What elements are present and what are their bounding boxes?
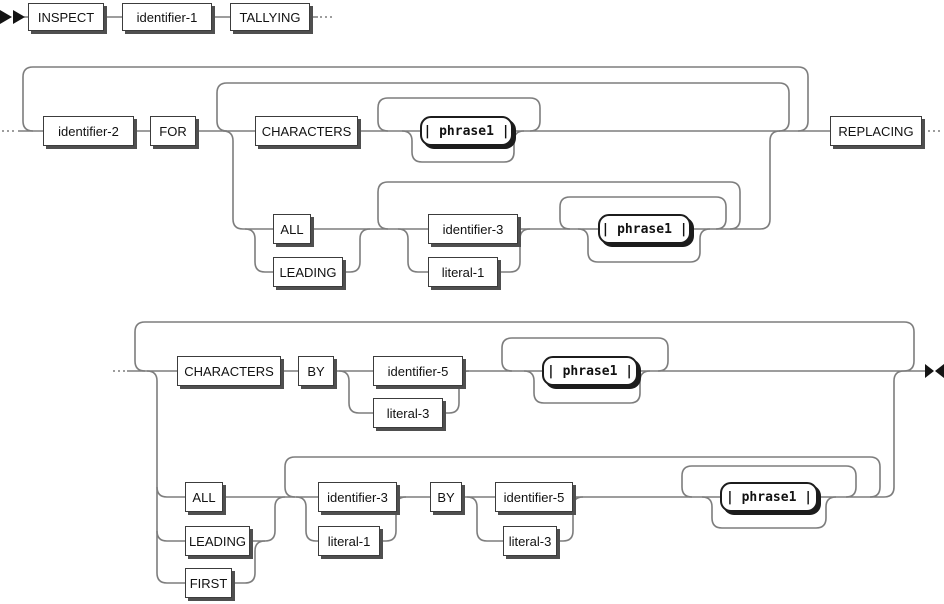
syntax-node-phrase1-d: | phrase1 | xyxy=(720,482,818,512)
diagram-start-icon xyxy=(0,10,25,24)
syntax-node-identifier-2: identifier-2 xyxy=(43,116,134,146)
syntax-node-first: FIRST xyxy=(185,568,232,598)
syntax-node-replacing: REPLACING xyxy=(830,116,922,146)
syntax-node-by-1: BY xyxy=(298,356,334,386)
syntax-node-characters-1: CHARACTERS xyxy=(255,116,358,146)
syntax-node-characters-2: CHARACTERS xyxy=(177,356,281,386)
syntax-node-identifier-5-a: identifier-5 xyxy=(373,356,463,386)
syntax-node-tallying: TALLYING xyxy=(230,3,310,31)
syntax-node-inspect: INSPECT xyxy=(28,3,104,31)
syntax-node-identifier-1: identifier-1 xyxy=(122,3,212,31)
syntax-node-literal-1-a: literal-1 xyxy=(428,257,498,287)
syntax-node-leading-2: LEADING xyxy=(185,526,250,556)
syntax-node-phrase1-b: | phrase1 | xyxy=(598,214,691,244)
syntax-node-phrase1-a: | phrase1 | xyxy=(420,116,513,146)
syntax-node-literal-3-b: literal-3 xyxy=(503,526,557,556)
syntax-node-literal-1-b: literal-1 xyxy=(318,526,380,556)
syntax-node-literal-3-a: literal-3 xyxy=(373,398,443,428)
syntax-node-phrase1-c: | phrase1 | xyxy=(542,356,638,386)
syntax-node-identifier-5-b: identifier-5 xyxy=(495,482,573,512)
diagram-end-icon xyxy=(925,364,944,378)
syntax-node-identifier-3-a: identifier-3 xyxy=(428,214,518,244)
syntax-node-all-1: ALL xyxy=(273,214,311,244)
syntax-node-leading-1: LEADING xyxy=(273,257,343,287)
syntax-node-identifier-3-b: identifier-3 xyxy=(318,482,397,512)
syntax-node-all-2: ALL xyxy=(185,482,223,512)
syntax-node-for: FOR xyxy=(150,116,196,146)
syntax-node-by-2: BY xyxy=(430,482,462,512)
